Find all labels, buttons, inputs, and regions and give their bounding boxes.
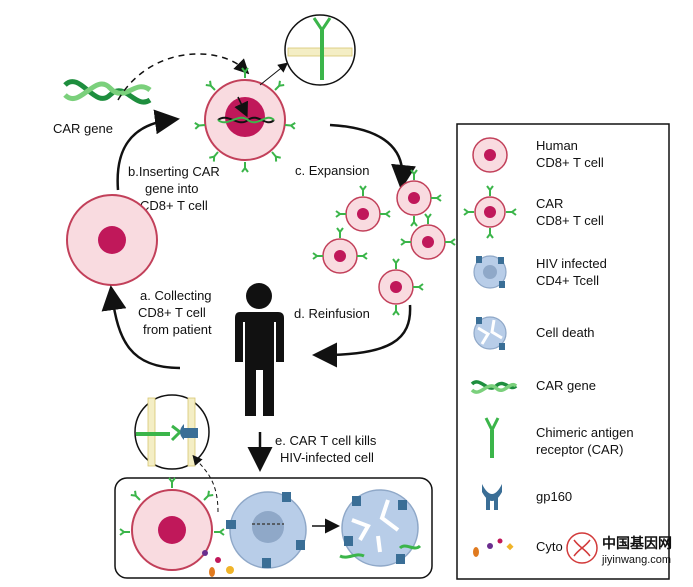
legend-car-line1: CAR (536, 196, 563, 211)
hiv-infected-cell-bottom (226, 491, 307, 569)
gene-insert-dashed-arrow (117, 53, 250, 101)
car-t-cell-bottom (119, 477, 225, 571)
legend-hiv-line1: HIV infected (536, 256, 607, 271)
car-gp160-binding-zoom (134, 394, 210, 470)
legend-celldeath-line1: Cell death (536, 325, 595, 340)
watermark-cn: 中国基因网 (602, 535, 672, 551)
legend-car-line2: CD8+ T cell (536, 213, 604, 228)
cytokine-dots (202, 550, 234, 577)
legend-cargene-line1: CAR gene (536, 378, 596, 393)
human-cd8-cell-large (66, 194, 158, 286)
legend-icon-car-receptor (484, 417, 500, 458)
killing-panel (114, 477, 433, 579)
step-a-line1: a. Collecting (140, 288, 212, 303)
car-gene-helix-icon (63, 79, 152, 105)
legend-icon-car-cd8 (463, 185, 517, 239)
step-c-label: c. Expansion (295, 163, 369, 178)
watermark-url: jiyinwang.com (601, 554, 671, 566)
legend-icon-human-cd8 (472, 137, 508, 173)
step-d-label: d. Reinfusion (294, 306, 370, 321)
zoom-arrow-top (259, 62, 289, 86)
legend-human-line2: CD8+ T cell (536, 155, 604, 170)
legend-hiv-line2: CD4+ Tcell (536, 273, 599, 288)
car-gene-label: CAR gene (53, 121, 113, 136)
step-b-line1: b.Inserting CAR (128, 164, 220, 179)
step-a-line3: from patient (143, 322, 212, 337)
legend-icon-cell-death (473, 316, 507, 350)
legend-gp160-line1: gp160 (536, 489, 572, 504)
legend-icon-gp160 (482, 484, 502, 510)
legend-box (456, 123, 670, 580)
legend-car-receptor-line2: receptor (CAR) (536, 442, 623, 457)
legend-car-receptor-line1: Chimeric antigen (536, 425, 634, 440)
legend-cyto-line1: Cyto (536, 539, 563, 554)
arrow-a (101, 285, 181, 370)
step-e-line1: e. CAR T cell kills (275, 433, 377, 448)
step-a-line2: CD8+ T cell (138, 305, 206, 320)
arrow-b (116, 109, 180, 191)
site-watermark: 中国基因网 jiyinwang.com (566, 532, 672, 566)
car-membrane-zoom (284, 14, 356, 86)
expanded-car-cells (312, 169, 456, 316)
step-b-line3: CD8+ T cell (140, 198, 208, 213)
arrow-d (312, 304, 412, 368)
patient-silhouette-icon (235, 283, 284, 416)
legend-icon-hiv-infected (473, 255, 507, 289)
step-b-line2: gene into (145, 181, 199, 196)
legend-icon-car-gene (470, 380, 518, 394)
legend-human-line1: Human (536, 138, 578, 153)
legend-icon-cytokine (473, 538, 514, 557)
car-t-cell-top (193, 67, 297, 173)
arrow-c (329, 123, 416, 190)
dead-cell-bottom (339, 489, 422, 567)
step-e-line2: HIV-infected cell (280, 450, 374, 465)
